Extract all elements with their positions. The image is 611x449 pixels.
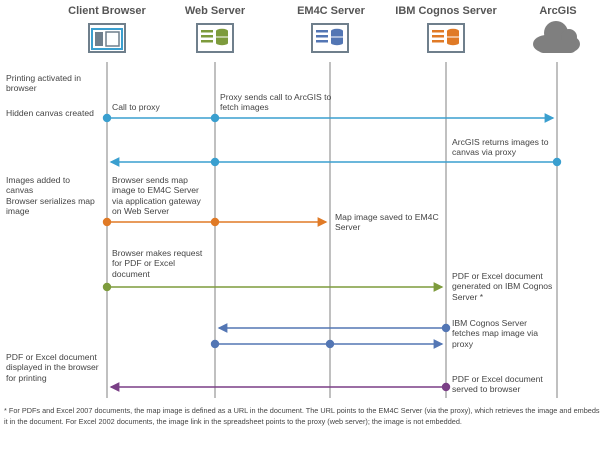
label-printing-activated: Printing activated in browser — [6, 73, 81, 94]
orange-server-icon — [427, 23, 465, 53]
label-arcgis-returns: ArcGIS returns images to canvas via prox… — [452, 137, 549, 158]
column-header-web-server: Web Server — [184, 5, 246, 17]
arrow-send-map-image — [102, 217, 328, 227]
label-doc-displayed: PDF or Excel document displayed in the b… — [6, 352, 99, 383]
label-hidden-canvas: Hidden canvas created — [6, 108, 94, 118]
arrow-cognos-to-web — [217, 323, 451, 333]
column-header-arcgis: ArcGIS — [539, 5, 577, 17]
label-proxy-sends: Proxy sends call to ArcGIS to fetch imag… — [220, 92, 332, 113]
label-browser-serializes: Browser serializes map image — [6, 196, 95, 217]
footnote: * For PDFs and Excel 2007 documents, the… — [4, 406, 600, 426]
column-header-client-browser: Client Browser — [68, 5, 146, 17]
column-header-ibm-cognos-server: IBM Cognos Server — [395, 5, 497, 17]
blue-server-icon — [311, 23, 349, 53]
label-browser-request: Browser makes request for PDF or Excel d… — [112, 248, 203, 279]
column-header-em4c-server: EM4C Server — [297, 5, 365, 17]
arrow-arcgis-returns — [109, 157, 562, 167]
cloud-icon — [533, 21, 580, 53]
label-browser-sends-map: Browser sends map image to EM4C Server v… — [112, 175, 201, 217]
label-images-added: Images added to canvas — [6, 175, 71, 196]
arrow-serve-document — [109, 382, 451, 392]
arrow-web-to-cognos — [210, 339, 444, 349]
label-call-to-proxy: Call to proxy — [112, 102, 160, 112]
green-server-icon — [196, 23, 234, 53]
label-doc-served: PDF or Excel document served to browser — [452, 374, 543, 395]
arrow-request-document — [102, 282, 444, 292]
browser-window-icon — [88, 23, 126, 53]
label-doc-generated: PDF or Excel document generated on IBM C… — [452, 271, 553, 302]
arrow-call-to-proxy — [102, 113, 555, 123]
label-cognos-fetches: IBM Cognos Server fetches map image via … — [452, 318, 538, 349]
label-map-saved: Map image saved to EM4C Server — [335, 212, 439, 233]
